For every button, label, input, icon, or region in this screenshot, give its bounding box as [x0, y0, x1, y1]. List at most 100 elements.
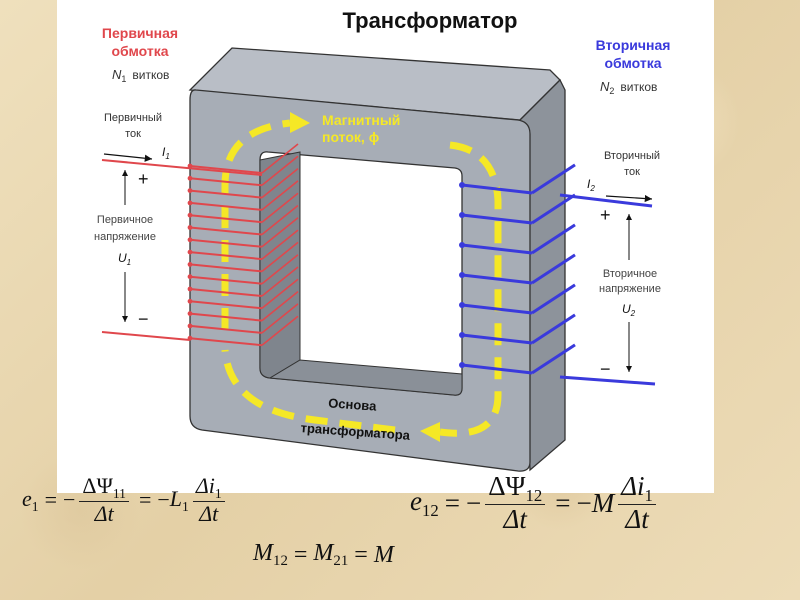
f1-neg1: −: [63, 487, 76, 513]
primary-turn-front: [189, 165, 263, 174]
secondary-lead-bottom: [559, 375, 656, 386]
f1-eq2: =: [138, 487, 152, 513]
primary-turn-side: [261, 266, 299, 297]
primary-voltage-symbol: U1: [118, 251, 131, 267]
core-label-line1: Основа: [328, 395, 378, 413]
primary-winding: [187, 143, 299, 347]
primary-turn-edge: [187, 323, 193, 329]
primary-voltage-label-line1: Первичное: [97, 214, 153, 226]
f1-coef: L1: [169, 485, 189, 514]
f3-b: M21: [313, 540, 349, 570]
primary-turn-side: [261, 315, 299, 346]
flux-arrow-top: [290, 112, 310, 133]
primary-heading-line2: обмотка: [111, 43, 168, 59]
primary-turn-edge: [187, 286, 193, 292]
primary-turn-side: [261, 303, 299, 334]
primary-turn-front: [189, 189, 263, 199]
formula-mutual-emf: e12 = − ΔΨ12 Δt = − M Δi1 Δt: [410, 472, 660, 535]
primary-turn-side: [261, 204, 299, 236]
secondary-turn-front: [461, 273, 533, 285]
secondary-turn-edge: [459, 272, 465, 278]
primary-turn-front: [189, 300, 263, 310]
secondary-plus: +: [600, 205, 611, 225]
secondary-turn-front: [461, 243, 533, 255]
primary-heading-line1: Первичная: [102, 25, 178, 41]
secondary-turn-side: [531, 193, 576, 225]
secondary-turn-front: [461, 333, 533, 345]
primary-turn-front: [189, 275, 263, 285]
f3-eq2: =: [354, 541, 368, 568]
secondary-turn-side: [531, 253, 576, 285]
primary-turn-front: [189, 312, 263, 322]
flux-label-line1: Магнитный: [322, 112, 400, 128]
secondary-heading-line2: обмотка: [604, 55, 661, 71]
primary-plus: +: [138, 169, 149, 189]
secondary-turn-side: [531, 343, 576, 375]
secondary-winding: [459, 163, 576, 375]
primary-turn-edge: [187, 175, 193, 181]
secondary-turn-front: [461, 183, 533, 195]
secondary-turn-side: [531, 313, 576, 345]
secondary-heading-line1: Вторичная: [596, 37, 671, 53]
primary-turn-edge: [187, 249, 193, 255]
secondary-current-label-line2: ток: [624, 166, 640, 178]
secondary-turn-edge: [459, 302, 465, 308]
secondary-current-arrow: [605, 194, 653, 203]
primary-turn-side: [261, 192, 299, 223]
flux-label-line2: поток,ϕ: [322, 129, 379, 145]
primary-turn-edge: [187, 188, 193, 194]
primary-current-label-line2: ток: [125, 128, 141, 140]
primary-turn-edge: [187, 262, 193, 267]
core-front-face: [189, 89, 531, 472]
primary-turn-edge: [187, 298, 193, 304]
core-inner-bottom-wall: [268, 359, 463, 396]
primary-turn-front: [189, 263, 263, 273]
f2-frac1: ΔΨ12 Δt: [485, 472, 546, 535]
secondary-turn-front: [461, 303, 533, 315]
primary-current-symbol: I1: [162, 145, 170, 161]
secondary-turn-edge: [459, 212, 465, 218]
primary-current-arrow: [103, 153, 153, 162]
f2-coef: M: [591, 488, 615, 519]
secondary-turn-side: [531, 223, 576, 255]
primary-turn-front: [189, 201, 263, 211]
primary-current-label-line1: Первичный: [104, 112, 162, 124]
primary-turn-side: [261, 155, 299, 186]
primary-turn-front: [189, 288, 263, 297]
primary-turn-front: [189, 238, 263, 248]
primary-turn-edge: [187, 212, 193, 218]
f1-frac2: Δi1 Δt: [192, 474, 225, 526]
secondary-voltage-symbol: U2: [622, 302, 636, 318]
primary-turn-edge: [187, 311, 193, 316]
primary-turn-edge: [187, 200, 193, 206]
core-inner-left-wall: [259, 151, 301, 379]
secondary-turn-side: [531, 283, 576, 315]
f1-frac1: ΔΨ11 Δt: [79, 474, 129, 526]
f3-a: M12: [253, 540, 288, 570]
secondary-turn-front: [461, 363, 533, 375]
secondary-turn-front: [461, 213, 533, 225]
primary-turn-side: [261, 217, 299, 248]
secondary-voltage-label-line1: Вторичное: [603, 268, 657, 280]
primary-turn-side: [261, 241, 299, 273]
secondary-turn-side: [531, 163, 576, 195]
secondary-turn-edge: [459, 182, 465, 188]
primary-turn-side: [261, 167, 299, 199]
primary-turn-side: [261, 229, 299, 260]
secondary-current-symbol: I2: [587, 177, 595, 193]
secondary-minus: −: [600, 359, 611, 379]
transformer-core: [188, 47, 566, 472]
flux-arrow-bottom: [420, 422, 440, 442]
secondary-turn-edge: [459, 332, 465, 338]
f2-neg2: −: [576, 488, 592, 519]
primary-voltage-label-line2: напряжение: [94, 231, 156, 243]
f2-lhs: e12: [410, 486, 439, 520]
primary-minus: −: [138, 309, 149, 329]
primary-turn-edge: [187, 237, 193, 243]
f3-c: M: [373, 541, 394, 568]
primary-turn-side: [261, 290, 299, 322]
primary-lead-top: [101, 159, 263, 176]
